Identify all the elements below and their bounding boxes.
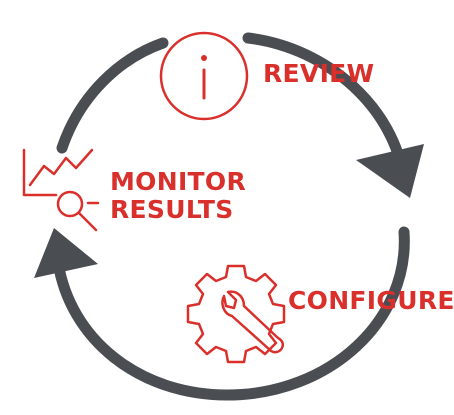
monitor-label-line-1: MONITOR — [110, 167, 247, 196]
monitor-label-line-2: RESULTS — [110, 195, 234, 224]
cycle-arc-monitor-to-review — [56, 37, 169, 154]
review-label: REVIEW — [263, 59, 375, 88]
gear-wrench-icon — [186, 264, 286, 364]
arrowhead-left-icon — [34, 228, 98, 278]
chart-magnifier-icon — [22, 148, 100, 232]
step-label-configure: CONFIGURE — [288, 287, 454, 315]
arrowhead-right-icon — [356, 144, 424, 198]
step-label-monitor-results: MONITOR RESULTS — [110, 168, 246, 224]
cycle-arc-configure-to-monitor — [52, 226, 410, 401]
configure-label: CONFIGURE — [288, 286, 454, 315]
info-icon — [159, 31, 249, 121]
step-label-review: REVIEW — [263, 60, 374, 88]
